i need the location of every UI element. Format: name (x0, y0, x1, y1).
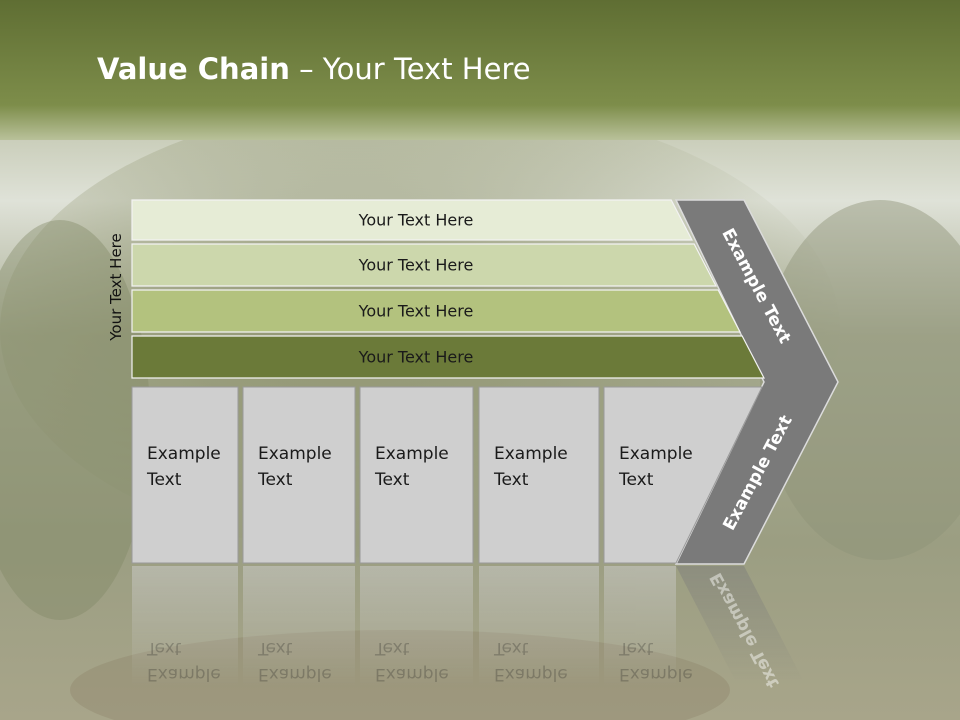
activity-box-reflection-text-5-1: Example (619, 664, 693, 684)
activity-box-text-3-1: Example (375, 444, 449, 464)
activity-box-2 (242, 386, 356, 564)
activity-box-reflection-5 (604, 566, 676, 686)
value-bar-2 (131, 243, 717, 287)
side-label: Your Text Here (107, 233, 125, 341)
value-bar-label-2: Your Text Here (358, 256, 474, 275)
value-bar-label-3: Your Text Here (358, 302, 474, 321)
page-title-rest: – Your Text Here (289, 52, 531, 86)
activity-box-3 (359, 386, 474, 564)
page-title: Value Chain – Your Text Here (97, 52, 531, 86)
activity-box-text-4-1: Example (494, 444, 568, 464)
activity-box-reflection-4 (479, 566, 599, 686)
activity-box-reflection-text-1-1: Example (147, 664, 221, 684)
activity-box-4 (478, 386, 600, 564)
page-title-bold: Value Chain (97, 52, 290, 86)
activity-box-reflection-text-2-2: Text (257, 638, 293, 658)
activity-box-reflection-text-1-2: Text (146, 638, 182, 658)
activity-box-text-2-2: Text (257, 470, 293, 490)
activity-box-reflection-3 (360, 566, 473, 686)
arrow-reflection: Example Text (676, 566, 804, 691)
activity-box-5 (603, 386, 763, 564)
activity-box-text-4-2: Text (493, 470, 529, 490)
activity-box-text-1-1: Example (147, 444, 221, 464)
activity-box-text-1-2: Text (146, 470, 182, 490)
activity-box-reflection-text-4-2: Text (493, 638, 529, 658)
activity-box-reflection-text-3-1: Example (375, 664, 449, 684)
value-bar-label-1: Your Text Here (358, 211, 474, 230)
value-bar-label-4: Your Text Here (358, 348, 474, 367)
activity-box-reflection-text-5-2: Text (618, 638, 654, 658)
activity-box-reflection-text-3-2: Text (374, 638, 410, 658)
value-bar-1 (131, 199, 693, 241)
activity-box-text-3-2: Text (374, 470, 410, 490)
activity-box-reflection-1 (132, 566, 238, 686)
activity-box-text-5-1: Example (619, 444, 693, 464)
activity-box-1 (131, 386, 239, 564)
activity-box-reflection-2 (243, 566, 355, 686)
activity-box-text-5-2: Text (618, 470, 654, 490)
value-bar-3 (131, 289, 741, 333)
value-bar-4 (131, 335, 765, 379)
activity-box-reflection-text-4-1: Example (494, 664, 568, 684)
activity-box-reflection-text-2-1: Example (258, 664, 332, 684)
activity-box-text-2-1: Example (258, 444, 332, 464)
